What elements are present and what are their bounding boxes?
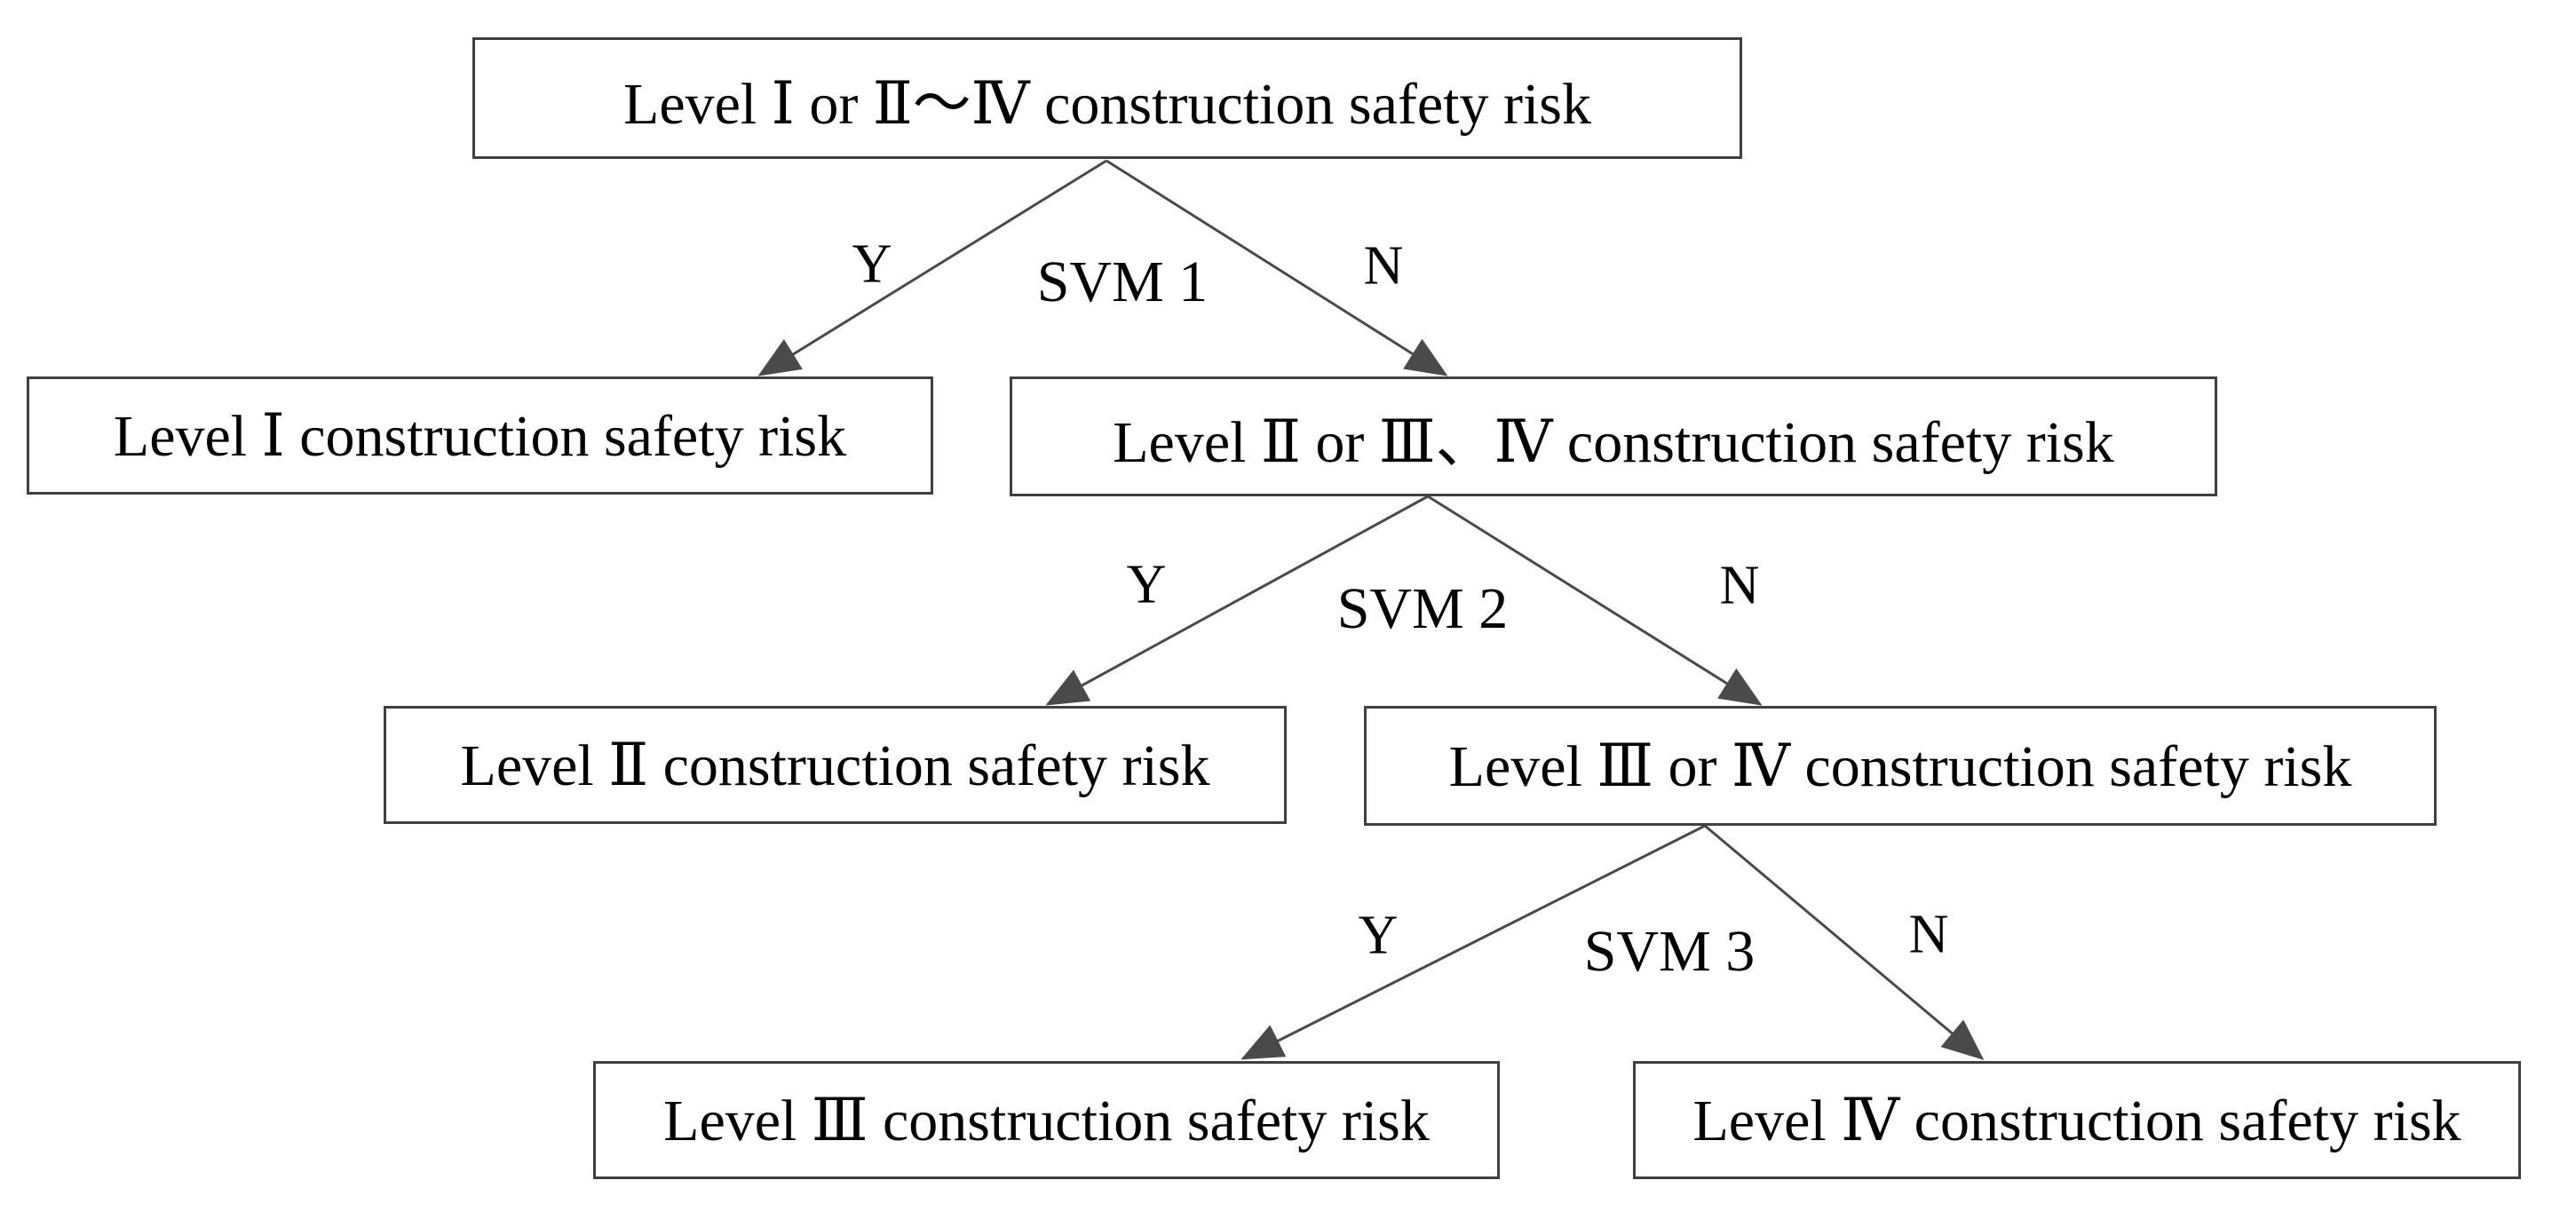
- branch-label-yes-svm-1: Y: [852, 234, 892, 295]
- edge-level2to4-to-level3or4: [1427, 495, 1763, 706]
- leaf-node-level-1: Level Ⅰ construction safety risk: [27, 376, 933, 495]
- branch-label-no-svm-1: N: [1363, 235, 1404, 297]
- edge-root-to-level2to4: [1106, 159, 1448, 376]
- decision-node-level-3-or-4: Level Ⅲ or Ⅳ construction safety risk: [1364, 706, 2437, 826]
- branch-label-yes-svm-3: Y: [1358, 905, 1399, 966]
- leaf-node-level-4: Level Ⅳ construction safety risk: [1633, 1061, 2521, 1179]
- decision-node-level-2-to-4: Level Ⅱ or Ⅲ、Ⅳ construction safety risk: [1010, 376, 2217, 496]
- leaf-node-level-2: Level Ⅱ construction safety risk: [384, 706, 1287, 824]
- branch-label-no-svm-3: N: [1908, 904, 1949, 965]
- classifier-label-svm-2: SVM 2: [1336, 576, 1509, 641]
- decision-node-root: Level Ⅰ or Ⅱ～Ⅳ construction safety risk: [472, 37, 1742, 159]
- edge-level3or4-to-level3: [1240, 824, 1706, 1060]
- leaf-node-level-3: Level Ⅲ construction safety risk: [593, 1061, 1500, 1179]
- edge-level2to4-to-level2: [1045, 495, 1429, 706]
- branch-label-no-svm-2: N: [1719, 555, 1760, 616]
- branch-label-yes-svm-2: Y: [1126, 554, 1167, 615]
- edge-level3or4-to-level4: [1704, 824, 1985, 1060]
- classifier-label-svm-1: SVM 1: [1036, 250, 1209, 314]
- classifier-label-svm-3: SVM 3: [1583, 919, 1756, 984]
- edge-root-to-level1: [757, 159, 1107, 376]
